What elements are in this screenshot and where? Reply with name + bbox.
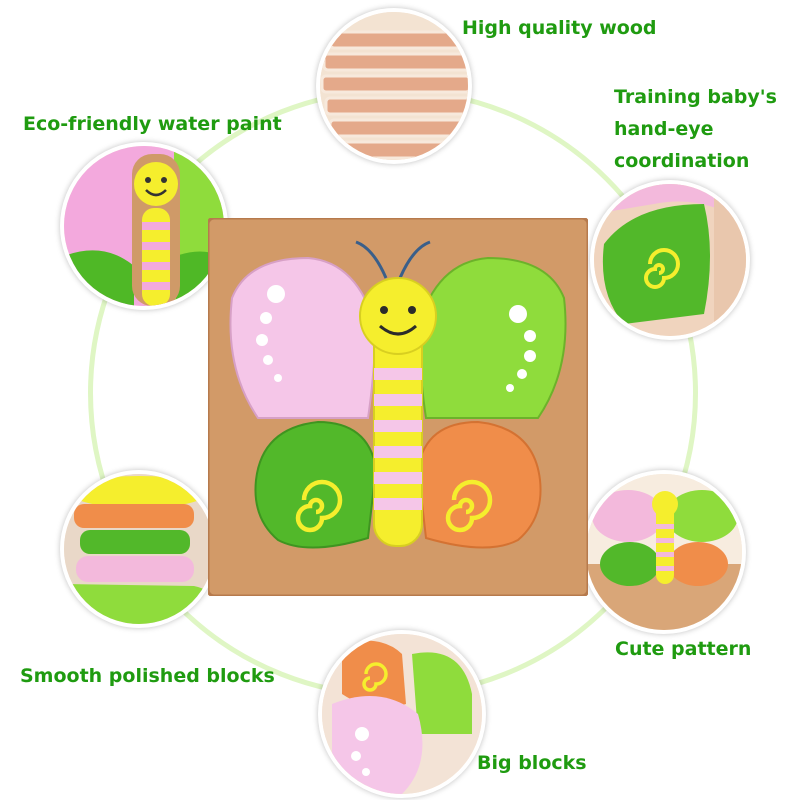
photo-stacked-blocks [60,470,218,628]
photo-wood-layers [316,8,472,164]
label-training-coordination: Training baby's hand-eye coordination [614,86,777,172]
label-high-quality-wood: High quality wood [462,17,657,39]
label-big-blocks: Big blocks [477,752,587,774]
butterfly-puzzle-board [208,218,588,596]
label-eco-friendly-paint: Eco-friendly water paint [23,113,282,135]
photo-hand-eye-piece [590,180,750,340]
label-cute-pattern: Cute pattern [615,638,752,660]
label-smooth-polished-blocks: Smooth polished blocks [20,665,275,687]
photo-big-blocks [318,630,486,798]
photo-cute-pattern [582,470,746,634]
photo-eco-paint [60,142,228,310]
